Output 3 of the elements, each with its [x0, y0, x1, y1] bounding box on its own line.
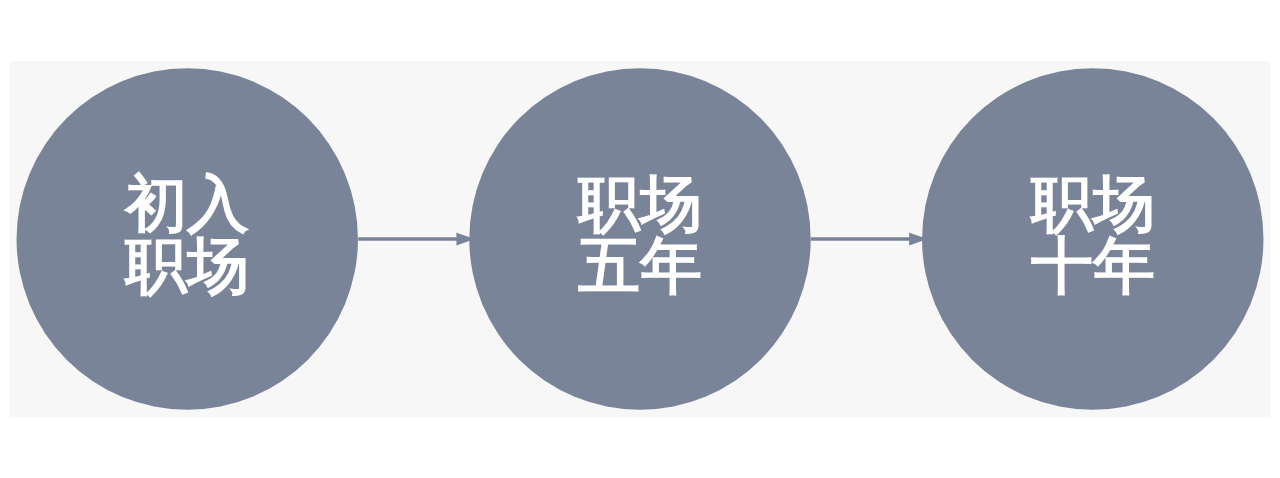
node-circle: 职场十年	[922, 68, 1264, 410]
node-circle: 职场五年	[469, 68, 811, 410]
node-circle: 初入职场	[16, 68, 358, 410]
